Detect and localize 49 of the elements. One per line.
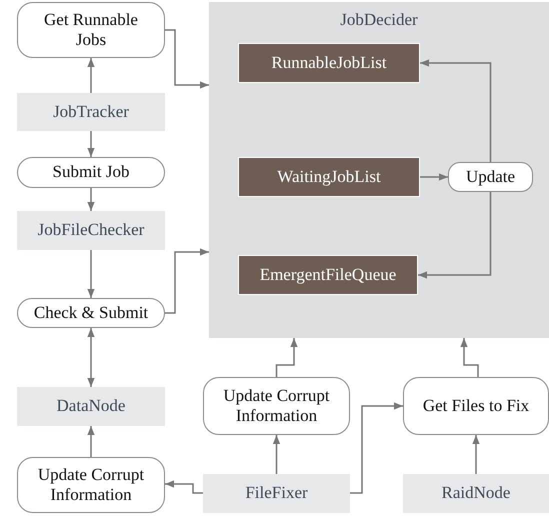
arrow — [460, 338, 479, 377]
process-box — [203, 377, 350, 435]
arrow — [420, 59, 492, 162]
arrow — [350, 402, 403, 494]
process-box — [17, 298, 165, 328]
arrow — [420, 173, 448, 181]
component-box — [403, 474, 549, 513]
component-box — [203, 474, 350, 513]
container-panel — [209, 2, 549, 338]
node-label: RunnableJobList — [271, 52, 387, 74]
arrow — [276, 338, 298, 377]
process-box — [17, 157, 165, 188]
node-label: EmergentFileQueue — [260, 264, 396, 286]
list-box — [238, 43, 420, 83]
node-label: Get Files to Fix — [422, 396, 530, 416]
process-box — [403, 377, 549, 435]
node-label: Update — [466, 166, 516, 188]
arrow — [165, 29, 209, 89]
node-label: JobFileChecker — [38, 220, 144, 241]
node-label: Update Corrupt Information — [222, 386, 331, 426]
node-label: WaitingJobList — [277, 166, 381, 188]
component-box — [17, 387, 165, 426]
node-label: RaidNode — [442, 483, 510, 504]
arrow — [165, 248, 209, 314]
arrow — [165, 480, 203, 494]
panel-title: JobDecider — [340, 10, 418, 30]
node-label: Check & Submit — [34, 302, 148, 324]
arrow — [87, 188, 95, 211]
process-box — [17, 2, 165, 58]
process-box — [17, 457, 165, 513]
process-box — [448, 162, 533, 192]
node-label: JobTracker — [53, 102, 129, 122]
arrow — [472, 435, 480, 474]
node-label: Update Corrupt Information — [36, 464, 146, 506]
component-box — [17, 93, 165, 131]
arrow — [87, 426, 95, 457]
node-label: Get Runnable Jobs — [43, 10, 139, 50]
list-box — [238, 157, 420, 197]
node-label: DataNode — [56, 396, 126, 417]
arrow — [87, 131, 95, 157]
arrow — [87, 328, 95, 387]
node-label: FileFixer — [245, 483, 308, 504]
list-box — [238, 255, 418, 295]
arrow — [87, 58, 95, 93]
arrow — [272, 435, 280, 474]
arrow — [418, 192, 492, 279]
node-label: Submit Job — [52, 162, 130, 183]
component-box — [17, 211, 165, 250]
arrow — [87, 250, 95, 298]
